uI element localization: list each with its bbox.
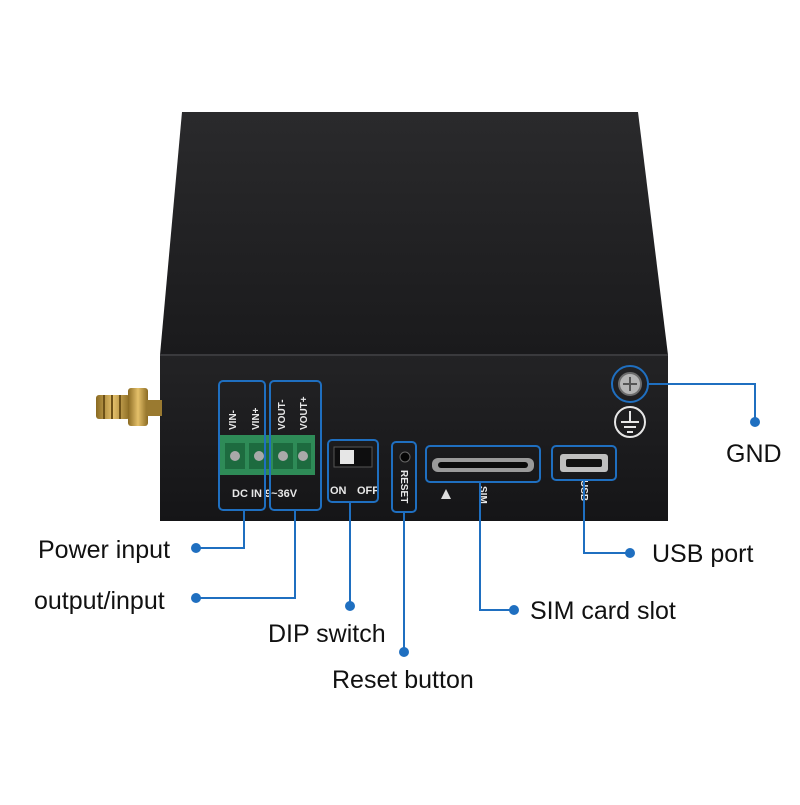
leader-output-input <box>196 510 296 599</box>
terminal-block <box>219 435 315 475</box>
callout-leaders <box>196 383 756 650</box>
label-vout-plus: VOUT+ <box>299 396 310 430</box>
leader-power-input <box>196 510 245 549</box>
callout-dip-switch: DIP switch <box>268 620 386 648</box>
callout-sim-card-slot: SIM card slot <box>530 597 676 625</box>
label-vin-plus: VIN+ <box>251 407 262 430</box>
callout-gnd: GND <box>726 440 782 468</box>
label-vout-minus: VOUT- <box>277 399 288 430</box>
label-sim: SIM <box>477 486 488 504</box>
leader-usb <box>583 480 628 554</box>
label-reset: RESET <box>398 470 409 503</box>
dip-switch <box>333 446 373 468</box>
leader-gnd <box>648 383 756 420</box>
callout-output-input: output/input <box>34 587 165 615</box>
sim-slot <box>432 458 534 499</box>
label-switch-on: ON <box>330 485 347 497</box>
label-switch-off: OFF <box>357 485 379 497</box>
antenna-connector <box>96 388 162 426</box>
highlight-dip-switch <box>327 439 379 503</box>
usb-connector <box>560 454 608 472</box>
label-vin-minus: VIN- <box>228 410 239 430</box>
callout-reset-button: Reset button <box>332 666 474 694</box>
callout-usb-port: USB port <box>652 540 754 568</box>
highlight-power-input <box>218 380 266 511</box>
callout-dots <box>191 417 760 657</box>
reset-hole <box>399 451 411 463</box>
ground-screw <box>618 372 642 396</box>
ground-symbol-icon <box>614 406 646 438</box>
highlight-sim <box>425 445 541 483</box>
leader-sim <box>479 482 512 611</box>
callout-power-input: Power input <box>38 536 171 564</box>
device-top-face <box>160 112 668 355</box>
